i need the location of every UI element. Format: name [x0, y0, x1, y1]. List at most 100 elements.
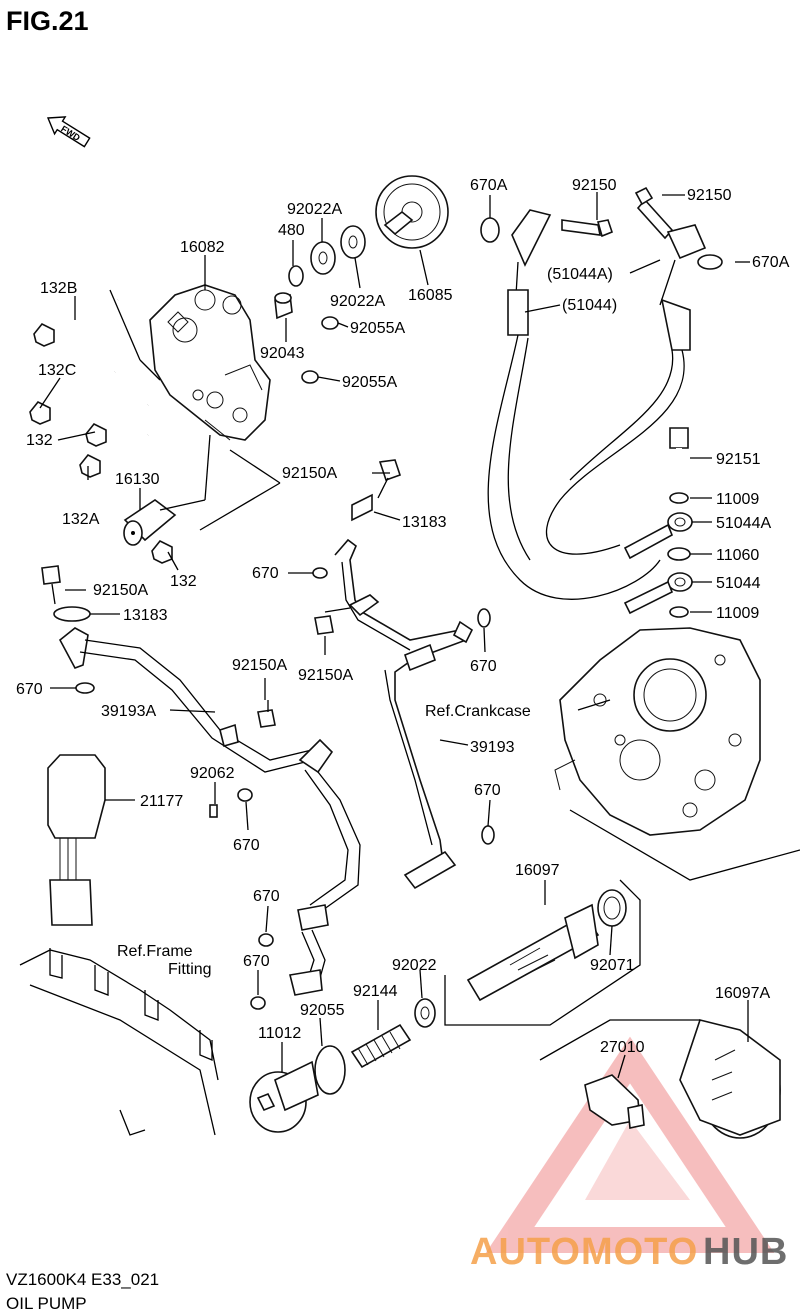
label-670A-top: 670A	[470, 177, 508, 194]
label-51044: 51044	[716, 575, 761, 592]
o-ring-670-e	[237, 788, 253, 802]
label-92055A-1: 92055A	[350, 320, 405, 337]
bolt-132A	[79, 433, 149, 478]
section-name-text: OIL PUMP	[6, 1294, 87, 1313]
forward-arrow-icon: FWD	[46, 116, 91, 148]
o-ring-670-c	[481, 825, 495, 845]
label-670-e: 670	[233, 837, 260, 854]
label-11012: 11012	[258, 1025, 301, 1042]
label-13183-2: 13183	[123, 607, 168, 624]
o-ring-670-d	[75, 682, 95, 694]
label-92150A-1: 92150A	[282, 465, 337, 482]
model-code-text: VZ1600K4 E33_021	[6, 1270, 159, 1289]
label-92151: 92151	[716, 451, 761, 468]
label-51044A-paren: (51044A)	[547, 266, 613, 283]
label-132-lower: 132	[170, 573, 197, 590]
washer-11009-bottom	[669, 606, 689, 618]
label-92055: 92055	[300, 1002, 345, 1019]
relief-valve-parts	[249, 879, 641, 1133]
o-ring-670-g	[250, 996, 266, 1010]
oil-hose-assembly	[480, 186, 723, 600]
label-92071: 92071	[590, 957, 635, 974]
label-21177: 21177	[140, 793, 183, 810]
label-92150A-2: 92150A	[298, 667, 353, 684]
label-132-upper: 132	[26, 432, 53, 449]
label-39193A: 39193A	[101, 703, 156, 720]
label-670-d: 670	[474, 782, 501, 799]
o-ring-670-f	[258, 933, 274, 947]
label-39193: 39193	[470, 739, 515, 756]
watermark-text-accent: AUTOMOTO	[470, 1231, 698, 1273]
washer-11009-top	[669, 492, 689, 504]
label-92150-b: 92150	[687, 187, 732, 204]
oil-pressure-switch-27010	[584, 1074, 645, 1129]
label-51044A: 51044A	[716, 515, 771, 532]
bolt-132-lower	[151, 524, 209, 564]
spring-92144	[350, 1023, 412, 1069]
label-27010: 27010	[600, 1039, 645, 1056]
o-ring-670A-right	[697, 254, 723, 270]
ref-frame-label: Ref.Frame	[117, 943, 193, 960]
bolt-132B	[33, 298, 119, 347]
label-16085: 16085	[408, 287, 453, 304]
label-92043: 92043	[260, 345, 305, 362]
washer-11060	[667, 547, 691, 561]
label-670-b: 670	[470, 658, 497, 675]
clamp-bolts	[41, 459, 402, 818]
o-ring-670A-top	[480, 217, 500, 243]
ref-fitting-label: Fitting	[168, 961, 212, 978]
plug-92062	[209, 804, 218, 818]
watermark-text-dark: HUB	[703, 1231, 788, 1273]
label-92022A-low: 92022A	[330, 293, 385, 310]
o-ring-670-b	[477, 608, 491, 628]
bolt-132C	[29, 370, 116, 425]
watermark-logo	[485, 1036, 775, 1253]
label-670-a: 670	[252, 565, 279, 582]
o-ring-670-a	[312, 567, 328, 579]
shaft-parts	[274, 225, 366, 320]
label-92150-a: 92150	[572, 177, 617, 194]
o-ring-92055A-1	[321, 316, 339, 330]
label-132C: 132C	[38, 362, 76, 379]
part-number-labels: 16082 132B 132C 132 132A 16130 132 92022…	[16, 177, 790, 1056]
label-11009-a: 11009	[716, 491, 759, 508]
label-51044-paren: (51044)	[562, 297, 617, 314]
label-16130: 16130	[115, 471, 160, 488]
label-132B: 132B	[40, 280, 77, 297]
frame-fitting	[19, 948, 219, 1136]
sleeve-16130	[123, 499, 177, 546]
label-16097A: 16097A	[715, 985, 770, 1002]
label-92062: 92062	[190, 765, 235, 782]
label-670-f: 670	[253, 888, 280, 905]
label-11009-b: 11009	[716, 605, 759, 622]
banjo-fittings	[623, 427, 693, 618]
circlip-480	[288, 265, 304, 287]
sensor-21177	[47, 754, 106, 926]
oil-pipe-39193A	[58, 627, 361, 1010]
leader-lines	[39, 192, 750, 1079]
label-132A: 132A	[62, 511, 100, 528]
o-ring-92055A-2	[301, 370, 319, 384]
gear-16085	[375, 175, 449, 249]
label-92144: 92144	[353, 983, 398, 1000]
crankcase-section	[554, 627, 761, 836]
label-13183-1: 13183	[402, 514, 447, 531]
oil-pump-body	[149, 284, 271, 441]
label-670-g: 670	[243, 953, 270, 970]
oil-filter-16097A	[679, 1019, 781, 1139]
label-92150A-4: 92150A	[232, 657, 287, 674]
label-92150A-3: 92150A	[93, 582, 148, 599]
label-92022: 92022	[392, 957, 437, 974]
figure-title: FIG.21	[6, 6, 89, 36]
label-92055A-2: 92055A	[342, 374, 397, 391]
label-480: 480	[278, 222, 305, 239]
ref-crankcase-label: Ref.Crankcase	[425, 703, 531, 720]
oil-pipe-39193	[312, 538, 495, 890]
filter-ref-line	[539, 1019, 700, 1061]
watermark-wordmark: AUTOMOTO HUB	[470, 1231, 788, 1273]
label-92022A-top: 92022A	[287, 201, 342, 218]
crankcase-ref-line	[569, 809, 800, 881]
bolts-group	[29, 298, 209, 564]
label-16097: 16097	[515, 862, 560, 879]
